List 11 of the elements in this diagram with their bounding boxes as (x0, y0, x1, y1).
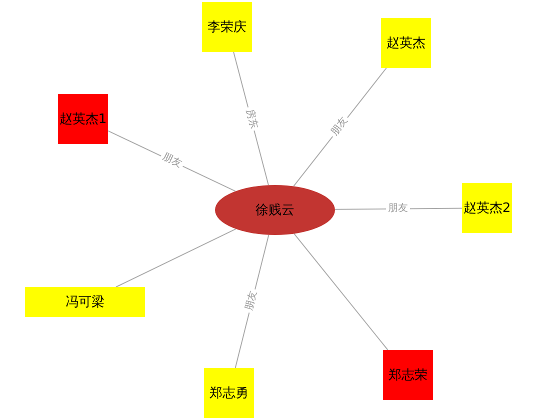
center-ellipse: 徐贱云 (215, 185, 335, 235)
name-box: 郑志荣 (383, 350, 433, 400)
connector-line (115, 228, 236, 288)
name-box: 李荣庆 (202, 2, 252, 52)
name-box: 冯可梁 (25, 287, 145, 317)
edge-label: 朋友 (386, 202, 411, 215)
name-box: 赵英杰 (381, 18, 431, 68)
name-box: 郑志勇 (204, 368, 254, 418)
name-box: 赵英杰1 (58, 94, 108, 144)
connector-line (294, 233, 388, 350)
name-box: 赵英杰2 (462, 183, 512, 233)
